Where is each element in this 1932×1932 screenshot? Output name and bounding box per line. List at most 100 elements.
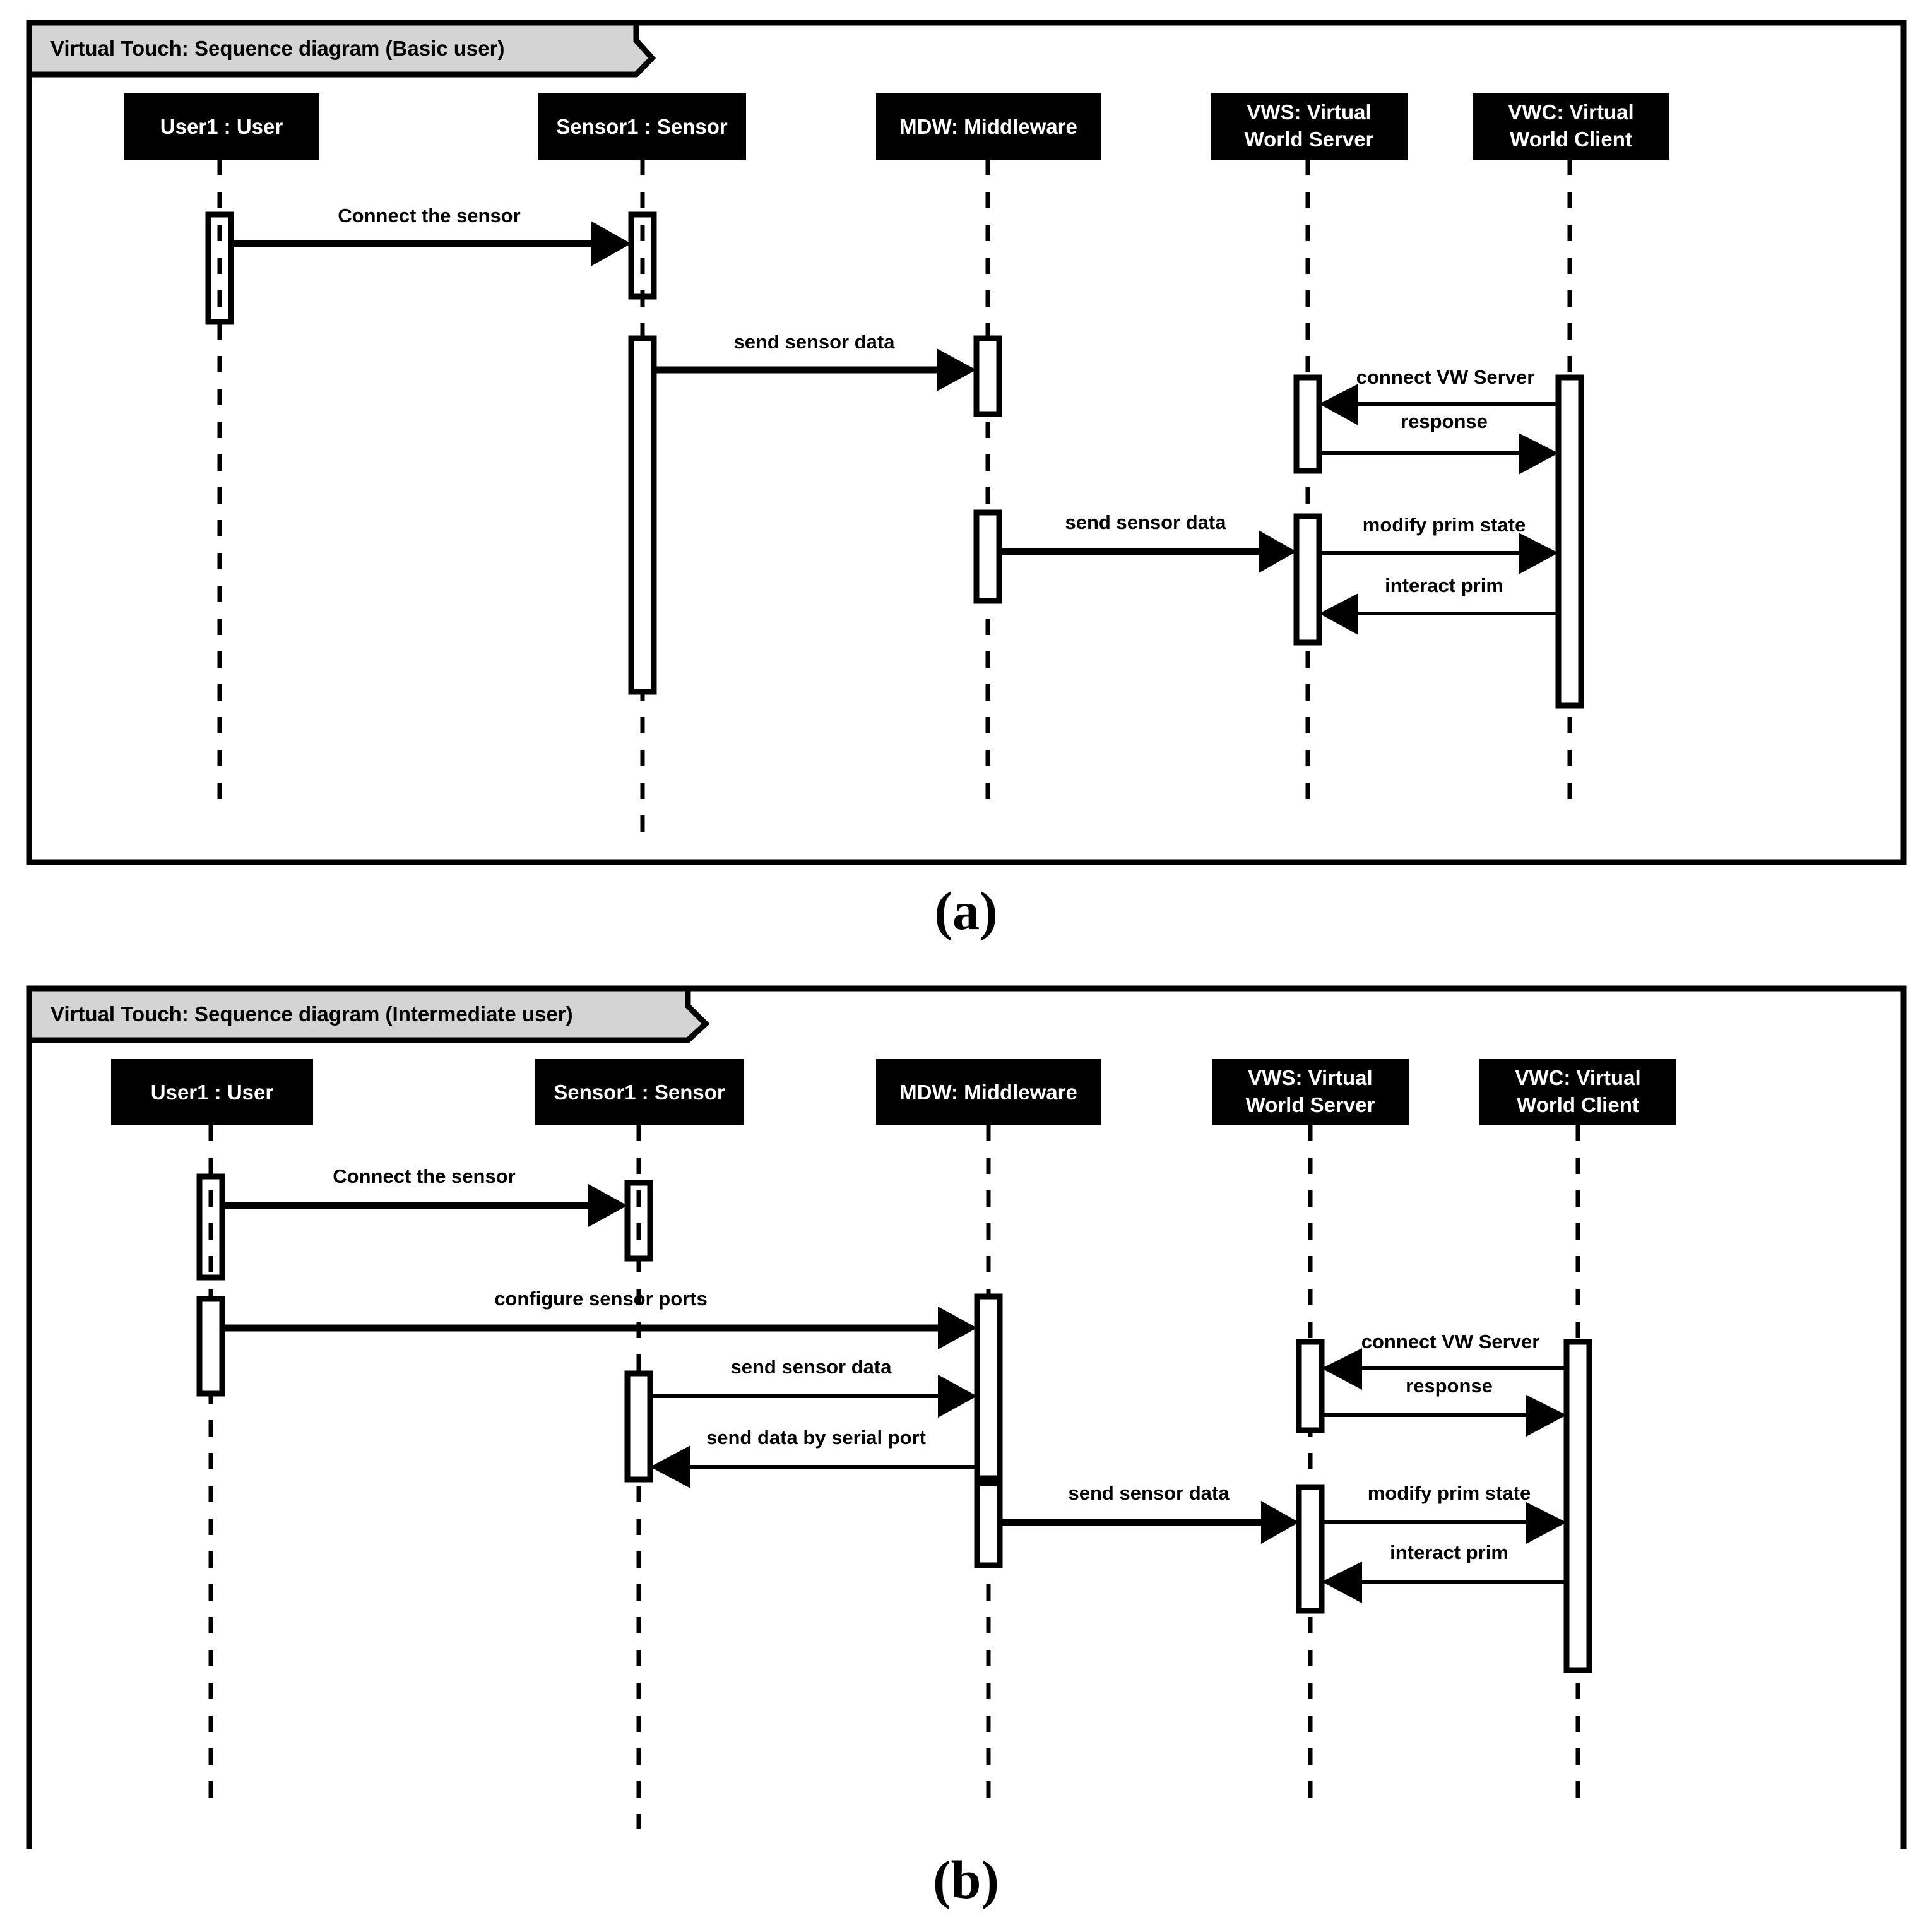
message-arrowhead	[1322, 1562, 1362, 1603]
activation-vws-b-2	[1296, 1484, 1325, 1614]
message-arrowhead	[591, 221, 631, 266]
sequence-diagram-panel-a: Virtual Touch: Sequence diagram (Basic u…	[0, 0, 1932, 884]
caption-a: (a)	[934, 880, 998, 941]
participant-label-vws-line2-b: World Server	[1246, 1093, 1375, 1117]
participant-label-mdw-b: MDW: Middleware	[899, 1081, 1077, 1104]
message-label: connect VW Server	[1356, 366, 1535, 388]
participant-vwc-a: VWC: Virtual World Client	[1473, 93, 1669, 160]
sequence-diagram-panel-b: Virtual Touch: Sequence diagram (Interme…	[0, 966, 1932, 1849]
message-send-sensor-data-b-2: send sensor data	[1000, 1482, 1299, 1544]
message-send-sensor-data-b-1: send sensor data	[650, 1356, 977, 1418]
participant-vws-b: VWS: Virtual World Server	[1212, 1059, 1409, 1125]
participant-label-mdw-a: MDW: Middleware	[899, 115, 1077, 138]
frame-title-tab-a	[26, 20, 656, 78]
message-response-a: response	[1319, 410, 1558, 475]
activation-vws-a-1	[1293, 374, 1322, 474]
message-arrowhead	[937, 348, 976, 391]
message-label: response	[1401, 410, 1488, 432]
activation-user1-b-2	[196, 1296, 225, 1397]
message-response-b: response	[1322, 1375, 1567, 1437]
activation-mdw-b-1	[974, 1293, 1003, 1481]
message-configure-sensor-ports-b: configure sensor ports	[222, 1288, 977, 1349]
frame-title-tab-b	[26, 985, 710, 1043]
participant-label-user1-a: User1 : User	[160, 115, 283, 138]
participant-label-vws-line1-b: VWS: Virtual	[1248, 1066, 1372, 1089]
participant-user1-b: User1 : User	[111, 1059, 313, 1125]
participant-box	[1212, 1059, 1409, 1125]
message-arrowhead	[938, 1375, 977, 1418]
message-arrowhead	[1519, 533, 1558, 574]
message-label: response	[1406, 1375, 1493, 1397]
message-label: configure sensor ports	[494, 1288, 708, 1310]
message-label: send data by serial port	[706, 1426, 926, 1449]
frame-border-a	[26, 20, 1907, 865]
message-label: Connect the sensor	[338, 204, 520, 227]
message-label: modify prim state	[1363, 514, 1526, 536]
participant-box	[1473, 93, 1669, 160]
participant-box	[538, 93, 746, 160]
message-label: Connect the sensor	[333, 1165, 515, 1187]
message-label: interact prim	[1390, 1541, 1508, 1563]
message-arrowhead	[1319, 384, 1358, 425]
activation-vws-a-2	[1293, 513, 1322, 646]
message-send-sensor-data-a-2: send sensor data	[999, 511, 1296, 573]
message-modify-prim-state-b: modify prim state	[1322, 1482, 1567, 1544]
message-arrowhead	[1526, 1395, 1567, 1437]
participant-user1-a: User1 : User	[124, 93, 319, 160]
message-label: connect VW Server	[1361, 1330, 1540, 1353]
activation-user1-a-1	[205, 211, 234, 325]
participant-box	[876, 1059, 1101, 1125]
caption-b: (b)	[932, 1849, 1000, 1910]
message-arrowhead	[1259, 530, 1296, 573]
activation-sensor1-b-2	[624, 1370, 653, 1483]
participant-mdw-a: MDW: Middleware	[876, 93, 1101, 160]
activation-mdw-b-2	[974, 1480, 1003, 1568]
participant-sensor1-b: Sensor1 : Sensor	[535, 1059, 744, 1125]
participant-label-vwc-line1-b: VWC: Virtual	[1515, 1066, 1640, 1089]
message-label: interact prim	[1385, 574, 1503, 596]
message-arrowhead	[1322, 1348, 1362, 1390]
participant-box	[1479, 1059, 1676, 1125]
panel-a-canvas: Virtual Touch: Sequence diagram (Basic u…	[26, 20, 1907, 865]
message-connect-vw-server-b: connect VW Server	[1322, 1330, 1567, 1390]
message-label: modify prim state	[1368, 1482, 1531, 1504]
participant-box	[876, 93, 1101, 160]
participant-box	[111, 1059, 313, 1125]
participant-box	[1211, 93, 1408, 160]
frame-title-text-a: Virtual Touch: Sequence diagram (Basic u…	[50, 37, 504, 60]
message-interact-prim-a: interact prim	[1319, 574, 1558, 635]
message-connect-vw-server-a: connect VW Server	[1319, 366, 1558, 425]
message-send-data-by-serial-port-b: send data by serial port	[650, 1426, 977, 1488]
message-arrowhead	[588, 1184, 627, 1227]
message-label: send sensor data	[1065, 511, 1227, 533]
activation-sensor1-b-1	[624, 1180, 653, 1262]
participant-label-vwc-line2-b: World Client	[1517, 1093, 1639, 1117]
message-arrowhead	[650, 1445, 690, 1488]
participant-label-sensor1-b: Sensor1 : Sensor	[554, 1081, 725, 1104]
message-modify-prim-state-a: modify prim state	[1319, 514, 1558, 574]
panel-b-canvas: Virtual Touch: Sequence diagram (Interme…	[26, 985, 1907, 1849]
participant-mdw-b: MDW: Middleware	[876, 1059, 1101, 1125]
message-label: send sensor data	[1069, 1482, 1230, 1504]
participant-label-vwc-line1-a: VWC: Virtual	[1508, 100, 1633, 124]
participant-label-sensor1-a: Sensor1 : Sensor	[556, 115, 728, 138]
activation-sensor1-a-1	[628, 211, 657, 300]
activation-mdw-a-2	[973, 509, 1002, 604]
participant-vwc-b: VWC: Virtual World Client	[1479, 1059, 1676, 1125]
activation-vwc-a-1	[1555, 374, 1584, 709]
frame-title-text-b: Virtual Touch: Sequence diagram (Interme…	[50, 1002, 573, 1026]
message-connect-the-sensor-a: Connect the sensor	[231, 204, 631, 266]
activation-user1-b-1	[196, 1173, 225, 1281]
message-arrowhead	[1261, 1501, 1299, 1544]
participant-vws-a: VWS: Virtual World Server	[1211, 93, 1408, 160]
activation-sensor1-a-2	[628, 335, 657, 695]
participant-sensor1-a: Sensor1 : Sensor	[538, 93, 746, 160]
message-label: send sensor data	[731, 1356, 892, 1378]
participant-label-vwc-line2-a: World Client	[1510, 127, 1632, 151]
message-interact-prim-b: interact prim	[1322, 1541, 1567, 1603]
activation-vws-b-1	[1296, 1339, 1325, 1433]
message-arrowhead	[938, 1307, 977, 1349]
message-label: send sensor data	[734, 331, 896, 353]
message-arrowhead	[1519, 433, 1558, 475]
